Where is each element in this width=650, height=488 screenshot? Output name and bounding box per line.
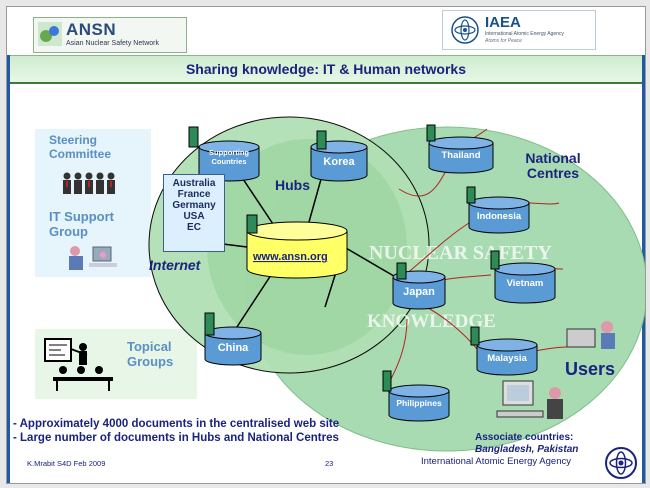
associate-countries: Associate countries: Bangladesh, Pakista… <box>475 432 578 456</box>
vietnam-node <box>490 250 556 304</box>
central-site-link[interactable]: www.ansn.org <box>252 251 328 263</box>
country-usa: USA <box>183 211 205 222</box>
user-desktop-icon <box>496 380 563 419</box>
it-support-label: IT Support Group <box>49 209 114 239</box>
slide-title: Sharing knowledge: IT & Human networks <box>7 55 645 84</box>
hubs-label: Hubs <box>275 177 310 193</box>
china-label: China <box>217 342 249 354</box>
country-ec: EC <box>187 222 201 233</box>
network-diagram: NUCLEAR SAFETY KNOWLEDGE <box>148 116 645 452</box>
supporting-countries-node <box>188 126 260 182</box>
korea-label: Korea <box>323 156 355 168</box>
ansn-emblem-icon <box>38 22 62 46</box>
japan-label: Japan <box>403 286 435 298</box>
left-border <box>7 55 10 483</box>
bullet-item: - Approximately 4000 documents in the ce… <box>13 418 340 430</box>
footer-author: K.Mrabit S4D Feb 2009 <box>27 459 106 468</box>
indonesia-node <box>466 186 530 234</box>
slide: ANSN Asian Nuclear Safety Network IAEA I… <box>6 6 646 484</box>
watermark-nuclear-safety: NUCLEAR SAFETY <box>369 242 552 264</box>
users-label: Users <box>565 359 616 379</box>
footer-agency: International Atomic Energy Agency <box>421 456 571 467</box>
associate-list: Bangladesh, Pakistan <box>475 444 579 455</box>
country-france: France <box>177 189 211 200</box>
meeting-icon <box>44 338 113 391</box>
thailand-label: Thailand <box>441 150 481 161</box>
supporting-countries-label: Supporting Countries <box>209 148 249 166</box>
national-centres-label: National Centres <box>525 150 581 181</box>
country-germany: Germany <box>172 200 216 211</box>
vietnam-label: Vietnam <box>506 278 544 289</box>
korea-node <box>310 130 368 182</box>
iaea-subtitle: International Atomic Energy Agency <box>485 31 564 37</box>
iaea-title: IAEA <box>485 14 521 31</box>
it-worker-icon <box>69 246 117 270</box>
page-number: 23 <box>325 459 334 468</box>
iaea-footer-emblem-icon <box>605 447 637 479</box>
philippines-node <box>382 370 450 422</box>
japan-node <box>392 262 446 310</box>
china-node <box>204 312 262 366</box>
central-database-icon <box>246 214 348 279</box>
iaea-motto: Atoms for Peace <box>485 38 522 44</box>
malaysia-label: Malaysia <box>487 353 527 364</box>
topical-panel: Topical Groups <box>35 329 197 399</box>
committee-people-icon <box>63 172 115 194</box>
topical-groups-label: Topical Groups <box>127 339 174 369</box>
steering-committee-label: Steering Committee <box>49 133 112 161</box>
bullet-list: - Approximately 4000 documents in the ce… <box>13 417 339 445</box>
thailand-node <box>426 124 494 174</box>
ansn-subtitle: Asian Nuclear Safety Network <box>66 40 159 47</box>
ansn-title: ANSN <box>66 20 117 39</box>
internet-label: Internet <box>149 257 201 273</box>
ansn-logo: ANSN Asian Nuclear Safety Network <box>33 17 187 53</box>
indonesia-label: Indonesia <box>476 211 522 222</box>
iaea-logo: IAEA International Atomic Energy Agency … <box>442 10 596 50</box>
header-band: ANSN Asian Nuclear Safety Network IAEA I… <box>7 7 645 55</box>
associate-label: Associate countries: <box>475 432 574 443</box>
watermark-knowledge: KNOWLEDGE <box>367 311 496 332</box>
supporting-countries-box: Australia France Germany USA EC <box>163 174 225 252</box>
bullet-item: - Large number of documents in Hubs and … <box>13 432 339 444</box>
iaea-emblem-icon <box>451 16 479 44</box>
country-australia: Australia <box>172 178 216 189</box>
malaysia-node <box>470 326 538 376</box>
steering-panel: Steering Committee IT Support Group <box>35 129 151 277</box>
philippines-label: Philippines <box>396 398 442 408</box>
user-laptop-icon <box>566 321 615 349</box>
